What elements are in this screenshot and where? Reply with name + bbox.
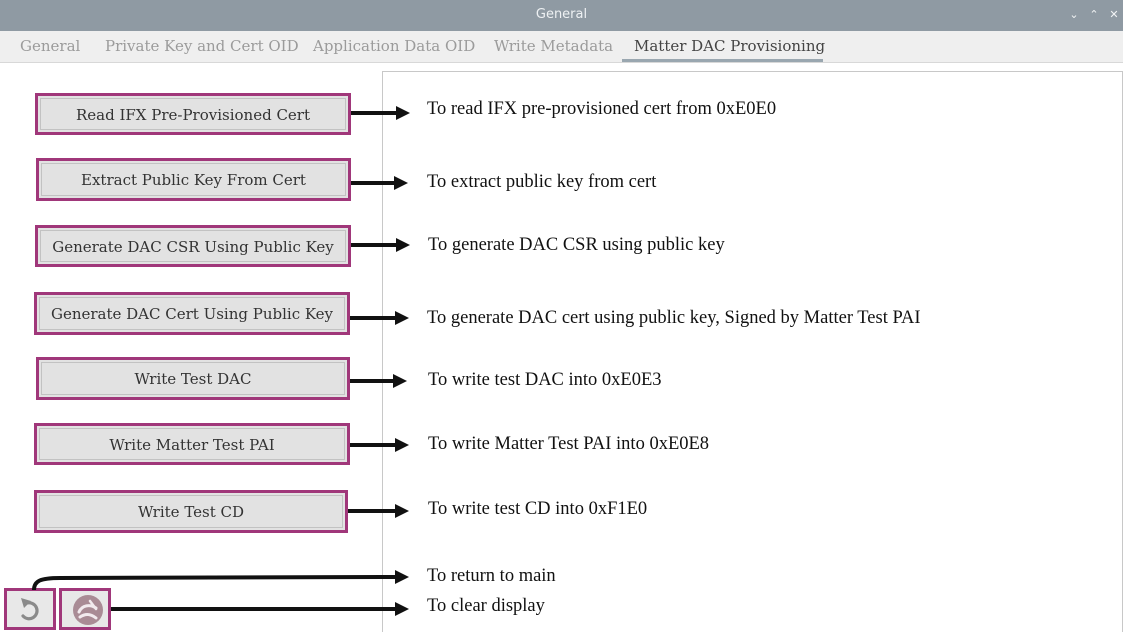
extract-public-key-button[interactable]: Extract Public Key From Cert — [36, 158, 351, 201]
return-description: To return to main — [427, 566, 556, 586]
tab-matter-dac-provisioning[interactable]: Matter DAC Provisioning — [634, 37, 826, 55]
clear-display-button[interactable] — [59, 588, 111, 630]
generate-dac-cert-description: To generate DAC cert using public key, S… — [427, 308, 921, 328]
write-test-cd-description: To write test CD into 0xF1E0 — [428, 499, 648, 519]
read-ifx-cert-description: To read IFX pre-provisioned cert from 0x… — [427, 99, 777, 119]
clear-display-description: To clear display — [427, 596, 545, 616]
generate-dac-cert-button[interactable]: Generate DAC Cert Using Public Key — [34, 292, 350, 335]
return-arrow-icon — [21, 598, 39, 621]
generate-dac-cert-label: Generate DAC Cert Using Public Key — [50, 305, 334, 323]
extract-public-key-label: Extract Public Key From Cert — [81, 171, 306, 189]
window-titlebar: General ⌄ ⌃ ✕ — [0, 0, 1123, 31]
tab-write-metadata[interactable]: Write Metadata — [494, 37, 614, 55]
write-test-cd-button[interactable]: Write Test CD — [34, 490, 348, 533]
window-title: General — [535, 7, 588, 22]
clear-display-icon — [73, 595, 103, 625]
write-matter-test-pai-label: Write Matter Test PAI — [109, 435, 275, 454]
generate-dac-csr-description: To generate DAC CSR using public key — [428, 235, 725, 255]
tab-application-data-oid[interactable]: Application Data OID — [313, 37, 476, 55]
write-test-cd-label: Write Test CD — [137, 503, 245, 521]
generate-dac-csr-label: Generate DAC CSR Using Public Key — [52, 237, 334, 256]
active-tab-indicator — [622, 59, 823, 62]
close-button[interactable]: ✕ — [1109, 8, 1119, 21]
write-test-dac-description: To write test DAC into 0xE0E3 — [428, 370, 662, 390]
generate-dac-csr-button[interactable]: Generate DAC CSR Using Public Key — [35, 225, 351, 267]
read-ifx-cert-label: Read IFX Pre-Provisioned Cert — [75, 105, 311, 124]
extract-public-key-description: To extract public key from cert — [427, 172, 657, 192]
output-display — [382, 71, 1123, 632]
return-button[interactable] — [4, 588, 56, 630]
write-matter-test-pai-description: To write Matter Test PAI into 0xE0E8 — [428, 434, 710, 454]
read-ifx-cert-button[interactable]: Read IFX Pre-Provisioned Cert — [35, 93, 351, 135]
tab-private-key-cert-oid[interactable]: Private Key and Cert OID — [105, 37, 299, 55]
write-test-dac-button[interactable]: Write Test DAC — [36, 357, 350, 400]
minimize-button[interactable]: ⌄ — [1069, 8, 1079, 21]
maximize-button[interactable]: ⌃ — [1089, 8, 1099, 21]
write-test-dac-label: Write Test DAC — [134, 370, 252, 388]
tab-bar: General Private Key and Cert OID Applica… — [0, 31, 1123, 63]
tab-general[interactable]: General — [20, 37, 81, 55]
write-matter-test-pai-button[interactable]: Write Matter Test PAI — [34, 423, 350, 465]
